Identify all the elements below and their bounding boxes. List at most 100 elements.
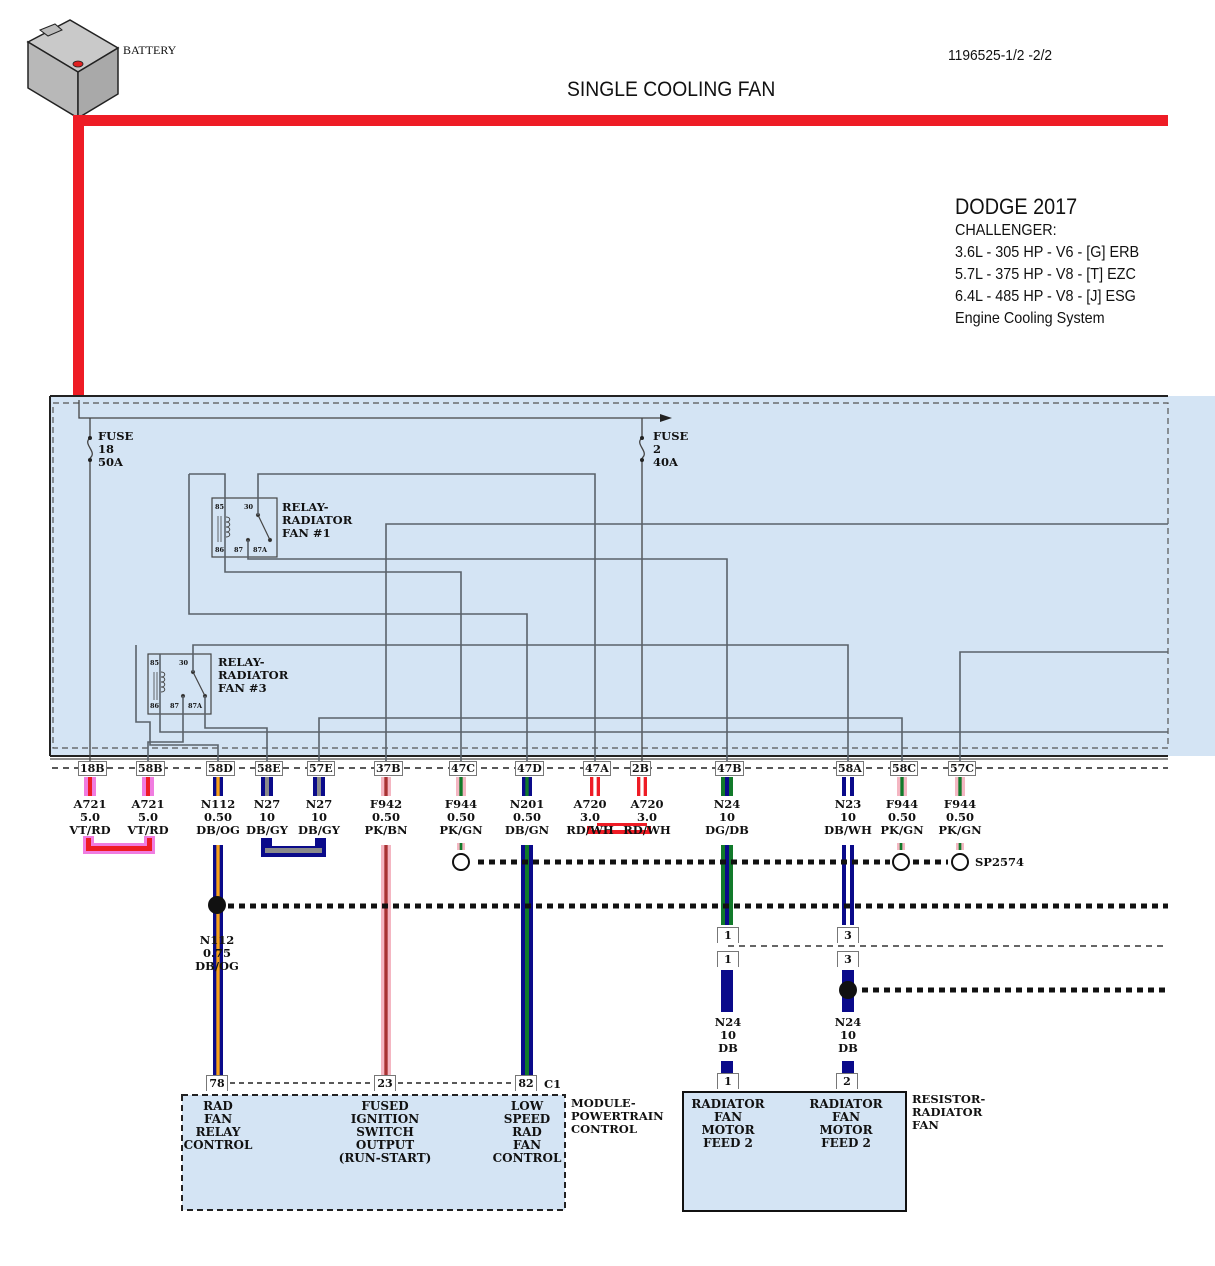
module-name-line: CONTROL	[571, 1122, 637, 1136]
function-line: MOTOR	[701, 1123, 755, 1137]
relay-name-line: RELAY-	[282, 500, 329, 514]
connector-pin-47d: 47D	[515, 761, 544, 776]
pcm-pin: 78	[206, 1075, 228, 1091]
connector-pin-18b: 18B	[78, 761, 107, 776]
wire-gauge: 5.0	[79, 810, 100, 824]
function-line: FEED 2	[703, 1136, 753, 1150]
power-distribution-center	[49, 395, 1215, 760]
relay-pin-label: 30	[244, 503, 254, 511]
function-line: FEED 2	[821, 1136, 871, 1150]
wire-stub-58e-tracer	[265, 777, 269, 796]
wire-color: DB/GN	[504, 823, 550, 837]
function-line: RAD	[203, 1099, 233, 1113]
relay-name-line: RADIATOR	[282, 513, 353, 527]
wire-n23-upper-tracer	[846, 845, 850, 925]
connector-pin-57e: 57E	[307, 761, 335, 776]
wire-stub-47b-tracer	[725, 777, 729, 796]
battery-label: BATTERY	[123, 43, 177, 57]
component-name-line: RESISTOR-	[912, 1092, 986, 1106]
pcm-connector-id: C1	[544, 1077, 562, 1091]
wire-circuit: F942	[369, 797, 403, 811]
wire-gauge: 0.50	[945, 810, 974, 824]
connector-pin-37b: 37B	[374, 761, 403, 776]
relay-fan-3-icon	[147, 653, 212, 715]
wire-stub-37b-tracer	[384, 777, 388, 796]
wire-stub-18b-tracer	[88, 777, 92, 796]
relay-pin-label: 30	[179, 659, 189, 667]
wire-circuit: N24	[714, 1015, 742, 1029]
relay-name-line: FAN #3	[218, 681, 267, 695]
wire-gauge: 0.50	[203, 810, 232, 824]
fuse-rating: 50A	[98, 455, 123, 469]
a721-loop-tracer	[147, 838, 152, 851]
wire-n24-lower-1b	[721, 1061, 733, 1073]
n27-loop-tracer	[265, 848, 322, 853]
battery-icon	[26, 19, 120, 120]
wire-color: DB	[718, 1041, 738, 1055]
wire-color: RD/WH	[566, 823, 614, 837]
pcm-pin: 23	[374, 1075, 396, 1091]
wire-color: DB/GY	[298, 823, 340, 837]
function-line: RADIATOR	[691, 1097, 765, 1111]
resistor-box	[682, 1091, 907, 1212]
relay-pin-label: 85	[215, 503, 225, 511]
wire-color: PK/GN	[880, 823, 924, 837]
connector-pin-58b: 58B	[136, 761, 165, 776]
pcm-pin-function: RAD FAN RELAY CONTROL	[178, 1100, 258, 1152]
wire-circuit: N27	[253, 797, 281, 811]
wire-color: VT/RD	[127, 823, 169, 837]
wire-color: VT/RD	[69, 823, 111, 837]
wire-color: DB/OG	[195, 959, 239, 973]
wire-color: PK/GN	[938, 823, 982, 837]
wire-n201-tracer	[525, 845, 529, 1075]
function-line: FUSED	[361, 1099, 409, 1113]
vehicle-info: DODGE 2017 CHALLENGER: 3.6L - 305 HP - V…	[955, 194, 1139, 330]
wire-stub-47c-tracer	[459, 777, 463, 796]
fuse-number: 2	[653, 442, 662, 456]
wire-stub-47d-tracer	[525, 777, 529, 796]
function-line: SWITCH	[356, 1125, 414, 1139]
inline-connector-pin: 3	[837, 951, 859, 967]
engine-option: 3.6L - 305 HP - V6 - [G] ERB	[955, 244, 1140, 261]
wire-stub-47a-tracer	[593, 777, 597, 796]
wire-color: PK/GN	[439, 823, 483, 837]
connector-pin-47b: 47B	[715, 761, 744, 776]
relay-pin-label: 87	[234, 546, 244, 554]
wire-circuit: A721	[131, 797, 165, 811]
relay-fan-1-icon	[211, 497, 278, 558]
pcm-module	[181, 1082, 566, 1211]
wire-stub-57e-tracer	[317, 777, 321, 796]
relay-name-line: RADIATOR	[218, 668, 289, 682]
function-line: FAN	[203, 1112, 233, 1126]
wire-f944-stub-2-tracer	[958, 843, 962, 850]
wire-gauge: 0.50	[887, 810, 916, 824]
inline-connector-pin: 3	[837, 927, 859, 943]
wire-circuit: F944	[885, 797, 919, 811]
wire-color: DB/OG	[196, 823, 240, 837]
fuse-label: FUSE	[653, 429, 689, 443]
wire-circuit: N24	[713, 797, 741, 811]
wire-stub-58d-tracer	[216, 777, 220, 796]
module-name-line: MODULE-	[571, 1096, 636, 1110]
battery-feed-wire	[73, 115, 1168, 395]
fuse-2-label: FUSE 2 40A	[653, 430, 688, 469]
wire-circuit: A720	[630, 797, 664, 811]
wire-f944-stub-1-tracer	[899, 843, 903, 850]
wire-circuit: A721	[73, 797, 107, 811]
wire-stub-58c-tracer	[900, 777, 904, 796]
wire-circuit: F944	[943, 797, 977, 811]
function-line: IGNITION	[350, 1112, 420, 1126]
function-line: (RUN-START)	[338, 1151, 432, 1165]
inline-connector-pin: 1	[717, 951, 739, 967]
wire-gauge: 3.0	[579, 810, 600, 824]
a720-loop	[647, 826, 651, 834]
connector-pin-58a: 58A	[836, 761, 864, 776]
wire-gauge: 10	[839, 810, 856, 824]
